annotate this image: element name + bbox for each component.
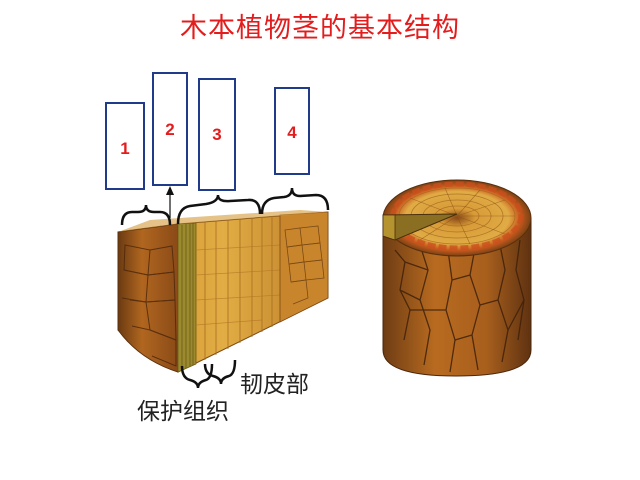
label-box-4: 4 xyxy=(274,87,310,175)
page-title: 木本植物茎的基本结构 xyxy=(180,13,460,44)
wedge-top-face xyxy=(118,210,328,232)
brackets-bottom xyxy=(180,359,237,389)
pith-region xyxy=(279,211,329,323)
box-number: 4 xyxy=(287,123,297,142)
stem-wedge xyxy=(117,210,329,373)
box-number: 1 xyxy=(120,139,129,158)
arrow-box2 xyxy=(166,186,174,218)
brackets-top xyxy=(120,187,330,226)
log-body xyxy=(382,217,532,377)
stem-log xyxy=(382,179,532,377)
label-phloem: 韧皮部 xyxy=(240,372,309,398)
box-number: 3 xyxy=(212,125,221,144)
label-box-2: 2 xyxy=(152,72,188,186)
label-box-3: 3 xyxy=(198,78,236,191)
label-protective-tissue: 保护组织 xyxy=(137,399,229,425)
label-box-1: 1 xyxy=(105,102,145,190)
box-number: 2 xyxy=(165,120,174,139)
phloem-band xyxy=(177,222,197,373)
